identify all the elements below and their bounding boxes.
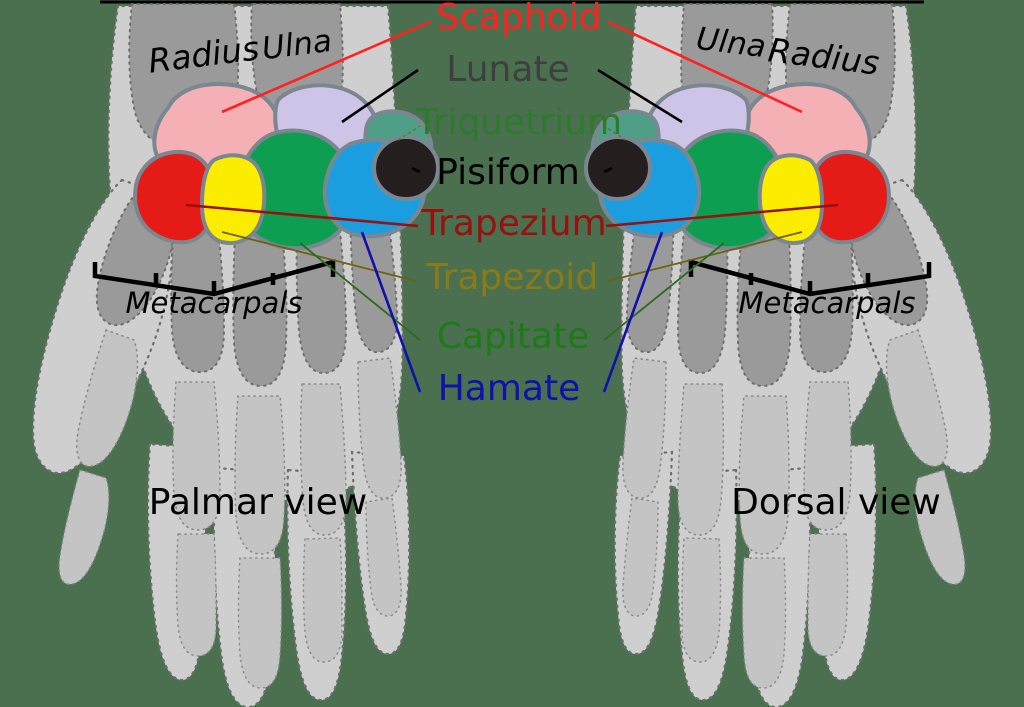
label-metacarpals-right: Metacarpals bbox=[738, 286, 916, 320]
leader-triquetrium-left bbox=[397, 125, 421, 141]
leader-lines-right bbox=[597, 20, 839, 393]
label-trapezoid: Trapezoid bbox=[425, 257, 599, 298]
label-lunate: Lunate bbox=[446, 49, 570, 90]
label-capitate: Capitate bbox=[436, 316, 590, 357]
leader-lines-left bbox=[185, 20, 431, 393]
leader-hamate-right bbox=[602, 231, 664, 393]
metacarpal-bracket-left bbox=[92, 259, 336, 297]
leader-scaphoid-left bbox=[221, 20, 431, 114]
label-pisiform: Pisiform bbox=[436, 152, 580, 193]
label-ulna-left: Ulna bbox=[260, 22, 334, 68]
leader-trapezium-right bbox=[605, 203, 839, 228]
label-hamate: Hamate bbox=[437, 368, 581, 409]
metacarpal-bracket-right bbox=[688, 259, 932, 297]
leader-capitate-left bbox=[299, 242, 421, 341]
leader-lunate-left bbox=[341, 68, 419, 124]
label-trapezium: Trapezium bbox=[421, 203, 607, 244]
leader-pisiform-left bbox=[411, 166, 421, 174]
leader-scaphoid-right bbox=[607, 20, 803, 114]
label-scaphoid: Scaphoid bbox=[436, 0, 602, 38]
leader-trapezoid-right bbox=[607, 231, 803, 282]
label-dorsal-view: Dorsal view bbox=[731, 482, 941, 523]
label-ulna-right: Ulna bbox=[694, 20, 768, 66]
leader-trapezoid-left bbox=[221, 231, 417, 282]
label-metacarpals-left: Metacarpals bbox=[125, 286, 303, 320]
leader-triquetrium-right bbox=[603, 125, 627, 141]
leader-trapezium-left bbox=[185, 203, 419, 228]
leader-pisiform-right bbox=[603, 166, 613, 174]
label-triquetrium: Triquetrium bbox=[415, 102, 623, 143]
leader-lunate-right bbox=[597, 68, 683, 124]
label-palmar-view: Palmar view bbox=[148, 482, 368, 523]
leader-capitate-right bbox=[603, 242, 725, 341]
leader-hamate-left bbox=[360, 231, 422, 393]
